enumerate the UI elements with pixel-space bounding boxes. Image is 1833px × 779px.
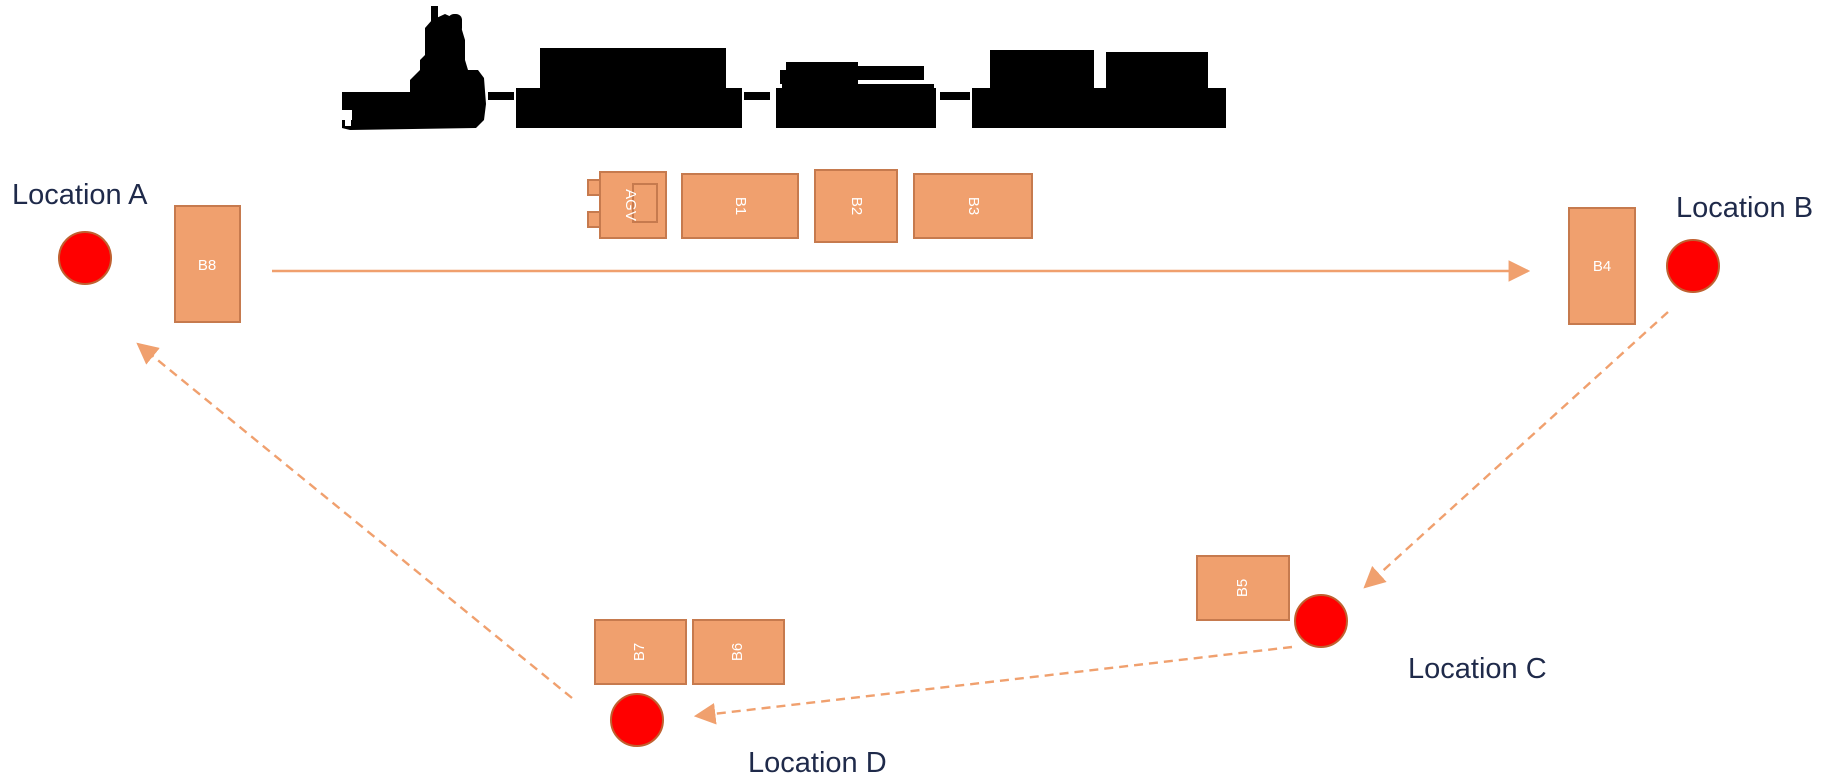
location-label: Location B (1676, 192, 1813, 224)
block-label: B1 (732, 197, 749, 215)
location-marker-icon (58, 231, 112, 285)
location-a: Location A (12, 179, 148, 285)
block-label: B4 (1593, 258, 1611, 275)
agv-label: AGV (622, 189, 639, 221)
block-b4: B4 (1568, 207, 1636, 325)
agv-vehicle: AGV (587, 171, 667, 239)
block-b5: B5 (1196, 555, 1290, 621)
location-b: Location B (1666, 192, 1813, 293)
location-marker-icon (610, 693, 664, 747)
block-label: B5 (1234, 579, 1251, 597)
block-b3: B3 (913, 173, 1033, 239)
arrow-d-to-a (136, 342, 573, 699)
location-d: Location D (610, 693, 887, 779)
arrow-c-to-d (693, 645, 1293, 725)
location-marker-icon (1666, 239, 1720, 293)
block-b6: B6 (692, 619, 785, 685)
block-label: B2 (848, 197, 865, 215)
route-arrows (136, 260, 1669, 725)
block-b8: B8 (174, 205, 241, 323)
location-label: Location A (12, 179, 148, 211)
location-marker-icon (1294, 594, 1348, 648)
block-label: B7 (631, 643, 648, 661)
block-b1: B1 (681, 173, 799, 239)
block-label: B3 (965, 197, 982, 215)
train-silhouette-icon (342, 6, 1226, 130)
block-label: B8 (198, 257, 216, 274)
location-c: Location C (1294, 594, 1547, 685)
location-label: Location C (1408, 653, 1547, 685)
location-label: Location D (748, 747, 887, 779)
block-label: B6 (729, 643, 746, 661)
block-b2: B2 (814, 169, 898, 243)
arrow-b-to-c (1363, 311, 1669, 589)
block-b7: B7 (594, 619, 687, 685)
